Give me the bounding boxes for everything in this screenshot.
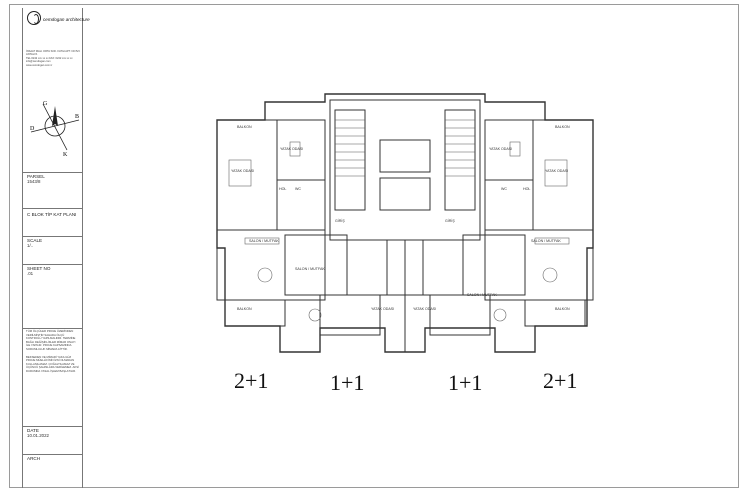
room-label: YATAK ODASI [231,169,254,173]
room-label: SALON / MUTFAK [467,293,497,297]
compass-east: B [75,114,79,120]
room-label: HOL [523,187,530,191]
firm-logo-icon [27,11,41,25]
date-box: DATE 10.01.2022 [23,426,82,454]
title-block: cemdogan architecture İNSAAT MAH. ORTA S… [22,8,90,488]
room-label: HOL [279,187,286,191]
notes-box: TÜM ÖLÇÜLER PROJE ÜZERİNDEN VERİLMİŞTİR … [23,328,82,426]
compass-north: G [43,101,48,107]
parsel-value: 1543/8 [27,179,41,184]
contact-line: TEL:0242 xxx xx xx FAX: 0242 xxx xx xx [26,56,73,60]
room-label: GİRİŞ [445,218,455,223]
contact-line: ANTALYA [26,53,38,57]
compass-south: K [63,152,68,158]
unit-label: 2+1 [234,368,269,393]
firm-contact: İNSAAT MAH. ORTA SOK. FATIH APT. NO:5/3 … [26,50,82,67]
contact-line: www.cemdogan.com.tr [26,63,53,67]
date-value: 10.01.2022 [27,433,49,438]
room-label: YATAK ODASI [280,147,303,151]
notes-text: BEKSEDEN VE MİMARİ YAKA GÜZ PROJE MÜELLİ… [26,354,79,373]
room-label: YATAK ODASI [489,147,512,151]
firm-name: cemdogan architecture [43,17,90,22]
unit-label: 2+1 [543,368,578,393]
drawing-sheet [9,4,739,488]
notes-text: TÜM ÖLÇÜLER PROJE ÜZERİNDEN VERİLMİŞTİR … [26,329,76,351]
north-arrow-icon: G B D K [25,96,85,158]
room-label: BALKON [555,307,570,311]
room-label: SALON / MUTFAK [531,239,561,243]
arch-box: ARCH [23,454,82,488]
parsel-box: PARSEL 1543/8 [23,172,82,208]
room-label: BALKON [555,125,570,129]
floor-plan-drawing: BALKON BALKON YATAK ODASI YATAK ODASI YA… [216,93,594,353]
room-label: YATAK ODASI [371,307,394,311]
floor-plan: BALKON BALKON YATAK ODASI YATAK ODASI YA… [195,90,620,368]
sheet-label: SHEET NO [27,266,51,271]
room-label: GİRİŞ [335,218,345,223]
scale-value: 1/.. [27,243,34,248]
scale-label: SCALE [27,238,43,243]
contact-line: info@cemdogan.com [26,60,51,64]
sheet-box: SHEET NO .01 [23,264,82,328]
unit-label: 1+1 [448,370,483,395]
sheet-value: .01 [27,271,34,276]
title-box: C BLOK TİP KAT PLANI [23,208,82,236]
room-label: BALKON [237,125,252,129]
room-label: BALKON [237,307,252,311]
drawing-title: C BLOK TİP KAT PLANI [27,212,77,217]
unit-label: 1+1 [330,370,365,395]
room-label: YATAK ODASI [545,169,568,173]
room-label: YATAK ODASI [413,307,436,311]
room-label: WC [501,187,507,191]
date-label: DATE [27,428,39,433]
scale-box: SCALE 1/.. [23,236,82,264]
arch-label: ARCH [27,456,41,461]
parsel-label: PARSEL [27,174,45,179]
compass-west: D [30,126,35,132]
contact-line: İNSAAT MAH. ORTA SOK. FATIH APT. NO:5/3 [26,50,80,53]
room-label: WC [295,187,301,191]
room-label: SALON / MUTFAK [249,239,279,243]
room-label: SALON / MUTFAK [295,267,325,271]
